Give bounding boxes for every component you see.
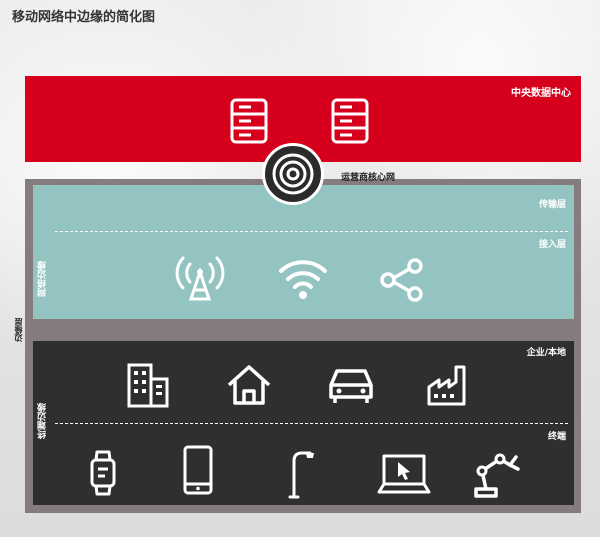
terminal-label: 终端 [547,432,566,442]
terminal-edge-label: 终端边缘 [38,403,48,439]
edge-layer-label: 边缘层 [14,318,23,342]
server-icon [230,98,268,144]
network-edge-label: 网络边缘 [38,261,48,297]
smartphone-icon [183,445,213,495]
network-edge-section: 传输层 接入层 网络边缘 [33,185,574,319]
car-icon [329,369,373,403]
house-icon [227,365,271,405]
office-building-icon [127,363,169,408]
layer-divider [55,231,568,232]
factory-icon [427,365,466,406]
operator-core-network-node [262,143,324,205]
access-layer-label: 接入层 [538,240,566,250]
wifi-icon [279,260,327,299]
concentric-circles-icon [272,153,314,195]
operator-core-network-label: 运营商核心网 [341,173,396,183]
enterprise-local-label: 企业/本地 [526,348,566,358]
robot-arm-icon [474,453,520,498]
terminal-edge-section: 企业/本地 终端边缘 终端 [33,341,574,505]
laptop-icon [377,454,431,494]
share-network-icon [380,258,423,302]
radio-tower-icon [175,256,225,301]
server-icon [331,98,369,144]
diagram-title: 移动网络中边缘的简化图 [12,10,156,25]
street-lamp-icon [288,451,314,499]
central-data-center-label: 中央数据中心 [511,88,571,99]
transport-layer-label: 传输层 [538,200,566,210]
smartwatch-icon [90,450,116,496]
layer-divider [55,423,568,424]
